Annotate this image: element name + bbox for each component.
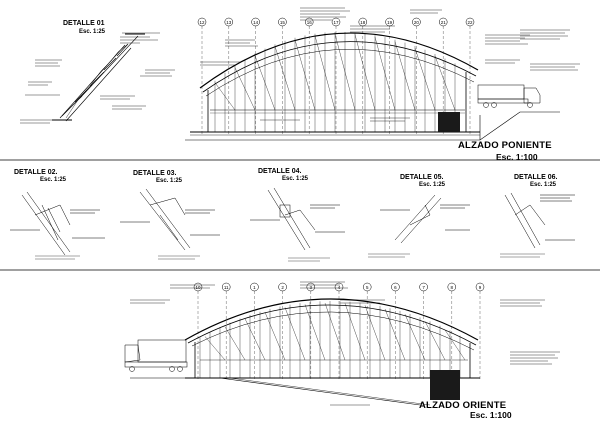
detail-03-scale: Esc. 1:25: [156, 178, 183, 184]
detail-05-drawing: [380, 194, 470, 244]
gridline-label: 6: [394, 285, 397, 290]
gridline-bubble: [197, 17, 207, 27]
detail-04-title: DETALLE 04.: [258, 168, 302, 175]
gridline-label: 13: [226, 20, 232, 25]
detail-01-scale: Esc. 1:25: [79, 29, 106, 35]
gridline-label: 7: [422, 285, 425, 290]
detail-06-drawing: [504, 192, 575, 249]
gridline-label: 2: [281, 285, 284, 290]
gridline-label: 3: [310, 285, 313, 290]
gridline-label: 15: [280, 20, 286, 25]
detail-06-title: DETALLE 06.: [514, 174, 558, 181]
detail-02-drawing: [10, 191, 105, 256]
gridline-label: 1: [253, 285, 256, 290]
gridline-label: 8: [451, 285, 454, 290]
elevation-poniente-scale: Esc. 1:100: [496, 152, 538, 162]
gridline-bubble: [391, 282, 400, 292]
detail-05-title: DETALLE 05.: [400, 174, 444, 181]
gridline-bubble: [278, 17, 287, 27]
detail-02-scale: Esc. 1:25: [40, 177, 67, 183]
gridline-label: 17: [333, 20, 339, 25]
gridline-label: 11: [224, 285, 229, 290]
gridline-label: 5: [366, 285, 369, 290]
gridline-bubble: [447, 282, 457, 292]
gridline-label: 4: [338, 285, 341, 290]
gridline-label: 12: [199, 20, 205, 25]
gridline-bubble: [251, 17, 260, 27]
gridline-label: 20: [414, 20, 420, 25]
detail-04-drawing: [250, 187, 345, 251]
retaining-wall-poniente: [438, 112, 460, 132]
truck-oriente: [124, 339, 188, 372]
gridline-bubble: [224, 17, 234, 27]
elevation-oriente-title: ALZADO ORIENTE: [419, 400, 507, 411]
elevation-poniente-annotations: [200, 7, 580, 122]
elevation-poniente-title: ALZADO PONIENTE: [458, 140, 552, 151]
gridline-label: 16: [307, 20, 313, 25]
elevation-poniente-gridlines: 12 13 14 15 16 17 18 19 20 21 22: [197, 17, 475, 135]
truck-poniente: [477, 84, 541, 108]
detail-captions: [35, 253, 545, 262]
gridline-bubble: [331, 17, 341, 27]
gridline-label: 18: [360, 20, 366, 25]
gridline-bubble: [362, 282, 372, 292]
elevation-poniente-drawing: [185, 32, 560, 141]
gridline-label: 21: [441, 20, 447, 25]
detail-04-scale: Esc. 1:25: [282, 176, 309, 182]
gridline-label: 14: [253, 20, 259, 25]
gridline-bubble: [438, 17, 448, 27]
elevation-poniente-structure: [214, 31, 456, 132]
gridline-bubble: [221, 282, 231, 292]
detail-06-scale: Esc. 1:25: [530, 182, 557, 188]
detail-01-title: DETALLE 01: [63, 20, 105, 27]
detail-03-title: DETALLE 03.: [133, 170, 177, 177]
elevation-oriente-structure: [199, 301, 466, 378]
elevation-oriente-drawing: [130, 298, 480, 406]
gridline-label: 22: [467, 20, 473, 25]
gridline-bubble: [419, 282, 428, 292]
gridline-bubble: [465, 17, 475, 27]
detail-03-drawing: [120, 188, 220, 251]
detail-01-drawing: [52, 33, 145, 122]
detail-02-title: DETALLE 02.: [14, 169, 58, 176]
retaining-wall-oriente: [430, 370, 460, 400]
gridline-label: 19: [387, 20, 393, 25]
gridline-bubble: [475, 282, 485, 292]
detail-05-scale: Esc. 1:25: [419, 182, 446, 188]
gridline-bubble: [250, 282, 259, 292]
gridline-label: 10: [195, 285, 201, 290]
elevation-oriente-scale: Esc. 1:100: [470, 410, 512, 420]
gridline-bubble: [412, 17, 421, 27]
elevation-oriente-annotations: [130, 281, 560, 406]
gridline-label: 9: [479, 285, 482, 290]
detail-01-annotations: [20, 32, 175, 124]
gridline-bubble: [278, 282, 287, 292]
